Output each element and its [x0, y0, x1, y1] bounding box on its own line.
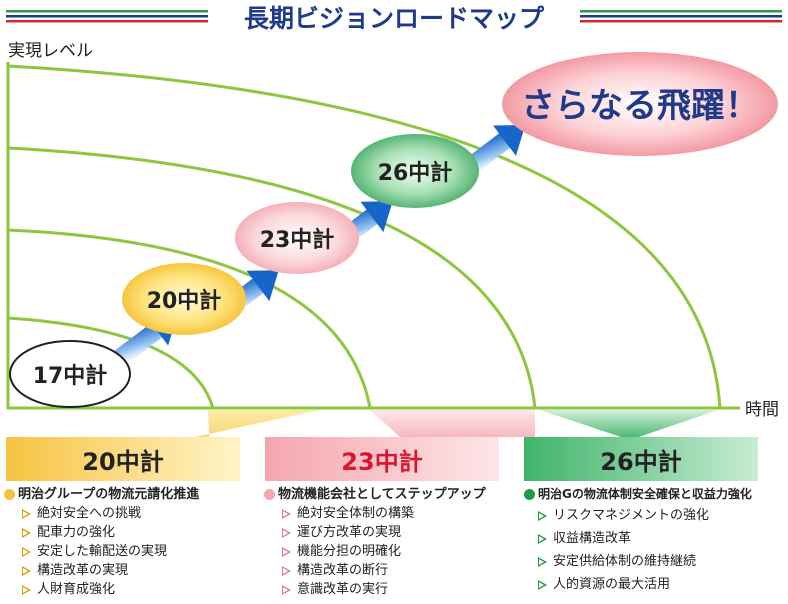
- list-item: 絶対安全への挑戦: [22, 504, 262, 523]
- triangle-bullet-icon: [22, 508, 31, 519]
- x-axis-label: 時間: [745, 400, 779, 420]
- triangle-bullet-icon: [22, 527, 31, 538]
- bullet-dot-icon: [264, 489, 275, 500]
- list-item: 安定供給体制の維持継続: [538, 550, 786, 573]
- stage-26: 26中計: [351, 134, 479, 208]
- bullet-dot-icon: [4, 489, 15, 500]
- stage-17: 17中計: [9, 340, 131, 408]
- stage-20: 20中計: [122, 263, 246, 335]
- stage-17-label: 17中計: [33, 363, 108, 389]
- stage-20-label: 20中計: [147, 288, 222, 314]
- stage-26-label: 26中計: [378, 160, 453, 186]
- plan-connector-26: [540, 410, 718, 440]
- list-item: 人財育成強化: [22, 580, 262, 599]
- bullet-dot-icon: [524, 489, 535, 500]
- triangle-bullet-icon: [282, 546, 291, 557]
- triangle-bullet-icon: [538, 533, 547, 544]
- level-curve-1: [7, 316, 215, 409]
- axes: [6, 62, 740, 410]
- plan-20-heading: 明治グループの物流元請化推進: [18, 487, 200, 502]
- plan-20-details: 明治グループの物流元請化推進 絶対安全への挑戦 配車力の強化 安定した輸配送の実…: [4, 485, 262, 599]
- triangle-bullet-icon: [538, 579, 547, 590]
- plan-connector-23: [370, 410, 535, 437]
- plan-20-header: 20中計: [82, 447, 164, 476]
- triangle-bullet-icon: [22, 546, 31, 557]
- list-item: 構造改革の実現: [22, 561, 262, 580]
- goal-ellipse: さらなる飛躍！: [502, 52, 778, 156]
- plan-26-box-bg: [524, 437, 758, 481]
- list-item: 収益構造改革: [538, 527, 786, 550]
- triangle-bullet-icon: [282, 508, 291, 519]
- level-curve-3: [7, 146, 537, 409]
- plan-26-heading: 明治Gの物流体制安全確保と収益力強化: [538, 487, 752, 501]
- title-stripes-left: [6, 10, 208, 23]
- list-item: 運び方改革の実現: [282, 523, 522, 542]
- stage-23: 23中計: [235, 202, 359, 274]
- triangle-bullet-icon: [538, 556, 547, 567]
- list-item: リスクマネジメントの強化: [538, 504, 786, 527]
- plan-20-box-bg: [6, 437, 240, 481]
- list-item: 安定した輸配送の実現: [22, 542, 262, 561]
- triangle-bullet-icon: [538, 510, 547, 521]
- level-curve-4: [7, 64, 722, 409]
- list-item: 意識改革の実行: [282, 580, 522, 599]
- triangle-bullet-icon: [22, 565, 31, 576]
- title-stripes-right: [580, 10, 782, 23]
- list-item: 絶対安全体制の構築: [282, 504, 522, 523]
- triangle-bullet-icon: [282, 527, 291, 538]
- list-item: 人的資源の最大活用: [538, 573, 786, 596]
- goal-text: さらなる飛躍！: [521, 86, 759, 126]
- y-axis-label: 実現レベル: [8, 41, 93, 61]
- triangle-bullet-icon: [282, 584, 291, 595]
- list-item: 配車力の強化: [22, 523, 262, 542]
- plan-26-header: 26中計: [600, 447, 682, 476]
- stage-23-label: 23中計: [260, 227, 335, 253]
- plan-23-header: 23中計: [341, 447, 423, 476]
- plan-26-details: 明治Gの物流体制安全確保と収益力強化 リスクマネジメントの強化 収益構造改革 安…: [524, 485, 786, 596]
- plan-23-heading: 物流機能会社としてステップアップ: [278, 487, 486, 502]
- triangle-bullet-icon: [282, 565, 291, 576]
- page-title: 長期ビジョンロードマップ: [244, 4, 545, 33]
- plan-23-details: 物流機能会社としてステップアップ 絶対安全体制の構築 運び方改革の実現 機能分担…: [264, 485, 522, 599]
- triangle-bullet-icon: [22, 584, 31, 595]
- list-item: 構造改革の断行: [282, 561, 522, 580]
- plan-23-box-bg: [265, 437, 499, 481]
- list-item: 機能分担の明確化: [282, 542, 522, 561]
